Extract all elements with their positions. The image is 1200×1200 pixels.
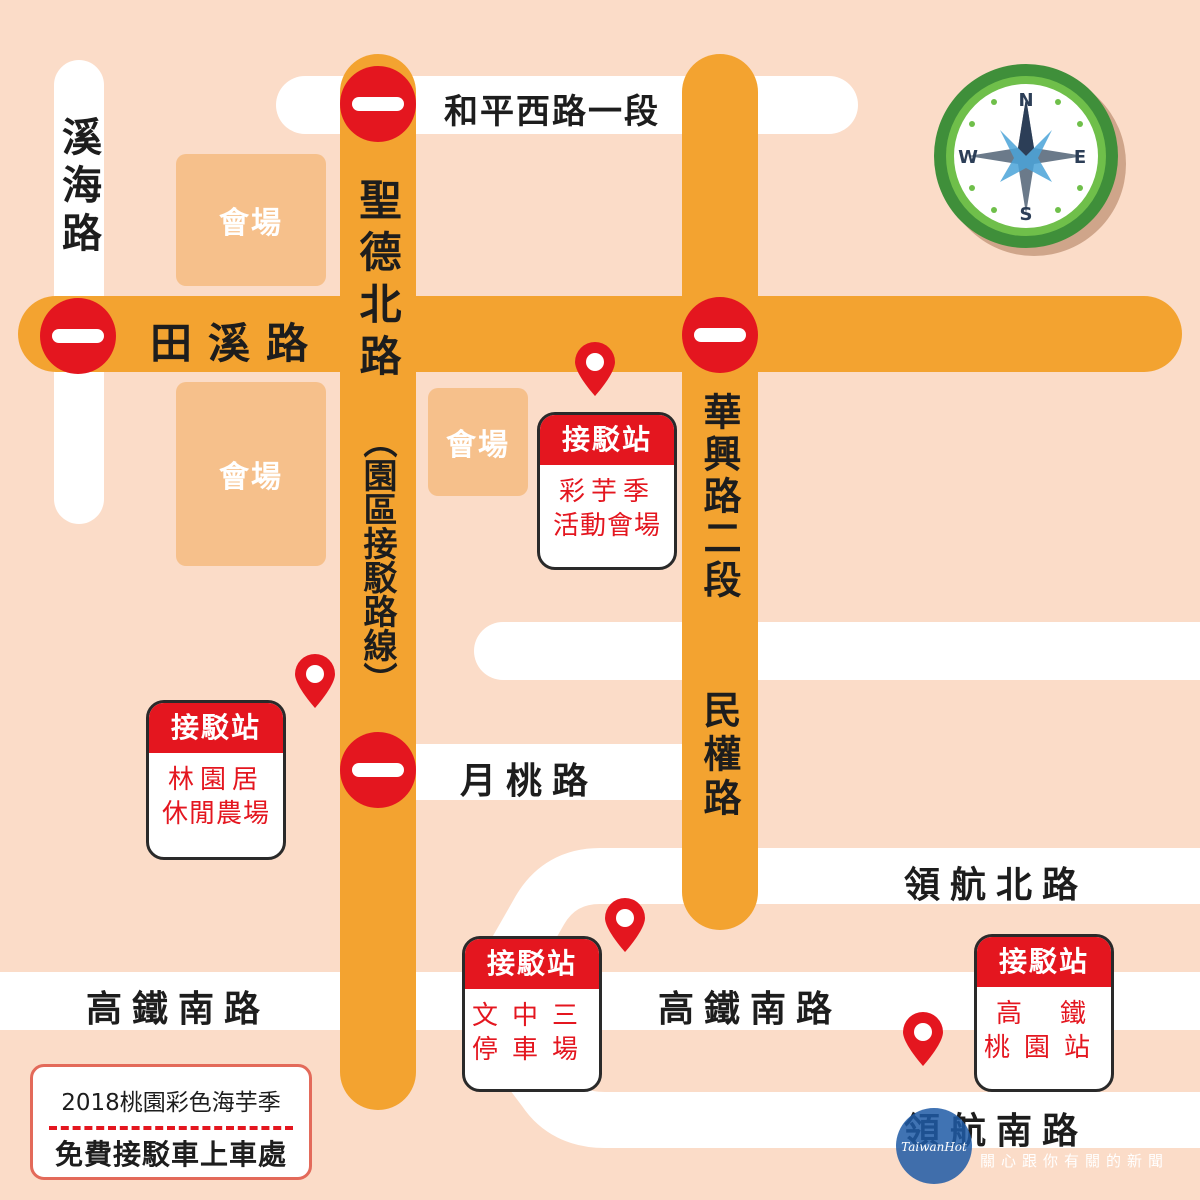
station-name-line: 林園居	[167, 765, 264, 795]
watermark-brand: TaiwanHot	[901, 1140, 967, 1154]
road-huaxing-minquan	[682, 54, 758, 930]
no-entry-icon	[682, 297, 758, 373]
venue-block: 會場	[428, 388, 528, 496]
station-name-line: 停車場	[471, 1035, 592, 1065]
label-shengde-north: 聖德北路	[353, 178, 402, 386]
label-linghang-north: 領航北路	[904, 865, 1089, 906]
station-title: 接駁站	[977, 937, 1111, 987]
station-name-line: 高 鐵	[995, 999, 1092, 1029]
legend-event-name: 2018桃園彩色海芋季	[61, 1090, 281, 1116]
station-name-line: 彩芋季	[558, 477, 655, 507]
label-heping-west: 和平西路一段	[444, 92, 660, 132]
station-name-line: 休閒農場	[161, 799, 270, 829]
station-name: 高 鐵 桃園站	[977, 987, 1111, 1065]
shuttle-station-card: 接駁站 林園居 休閒農場	[146, 700, 286, 860]
road-right-unnamed	[474, 622, 1200, 680]
shuttle-station-card: 接駁站 彩芋季 活動會場	[537, 412, 677, 570]
road-xihai	[54, 60, 104, 524]
station-title: 接駁站	[465, 939, 599, 989]
location-pin-icon	[605, 898, 645, 952]
station-title: 接駁站	[149, 703, 283, 753]
station-name: 林園居 休閒農場	[149, 753, 283, 831]
compass-east-label: E	[1074, 147, 1086, 168]
compass-icon: N S E W	[934, 64, 1126, 256]
no-entry-icon	[340, 732, 416, 808]
watermark-circle	[896, 1108, 972, 1184]
compass-north-label: N	[1018, 90, 1033, 111]
label-minquan: 民權路	[697, 690, 741, 822]
no-entry-icon	[340, 66, 416, 142]
location-pin-icon	[903, 1012, 943, 1066]
label-huaxing: 華興路二段	[697, 392, 741, 602]
compass-west-label: W	[958, 147, 978, 168]
label-tianxi: 田溪路	[150, 319, 325, 368]
station-name: 文中三 停車場	[465, 989, 599, 1067]
legend-divider	[49, 1126, 293, 1130]
label-hsr-south-left: 高鐵南路	[86, 989, 271, 1030]
location-pin-icon	[575, 342, 615, 396]
station-name-line: 活動會場	[552, 511, 661, 541]
label-yuetao: 月桃路	[460, 761, 599, 802]
venue-block: 會場	[176, 382, 326, 566]
road-yuetao	[400, 744, 700, 800]
road-shengde-north	[340, 54, 416, 1110]
compass-star-highlight	[1018, 98, 1034, 156]
watermark-slogan: 關心跟你有關的新聞	[980, 1152, 1170, 1170]
compass-star-minor	[1000, 130, 1052, 182]
legend-description: 免費接駁車上車處	[54, 1138, 287, 1171]
compass-dots	[969, 99, 1083, 213]
road-linghang-north-curve	[475, 848, 1200, 994]
shuttle-station-card: 接駁站 文中三 停車場	[462, 936, 602, 1092]
no-entry-icon	[40, 298, 116, 374]
compass-south-label: S	[1020, 204, 1033, 225]
station-title: 接駁站	[540, 415, 674, 465]
label-hsr-south-mid: 高鐵南路	[658, 989, 843, 1030]
location-pin-icon	[295, 654, 335, 708]
station-name-line: 桃園站	[983, 1033, 1104, 1063]
label-xihai: 溪海路	[55, 116, 101, 260]
watermark-logo: TaiwanHot	[896, 1108, 972, 1184]
venue-block: 會場	[176, 154, 326, 286]
shuttle-station-card: 接駁站 高 鐵 桃園站	[974, 934, 1114, 1092]
station-name-line: 文中三	[471, 1001, 592, 1031]
legend-box: 2018桃園彩色海芋季 免費接駁車上車處	[30, 1064, 312, 1180]
station-name: 彩芋季 活動會場	[540, 465, 674, 543]
label-shuttle-route: （園區接駁路線）	[357, 424, 397, 696]
